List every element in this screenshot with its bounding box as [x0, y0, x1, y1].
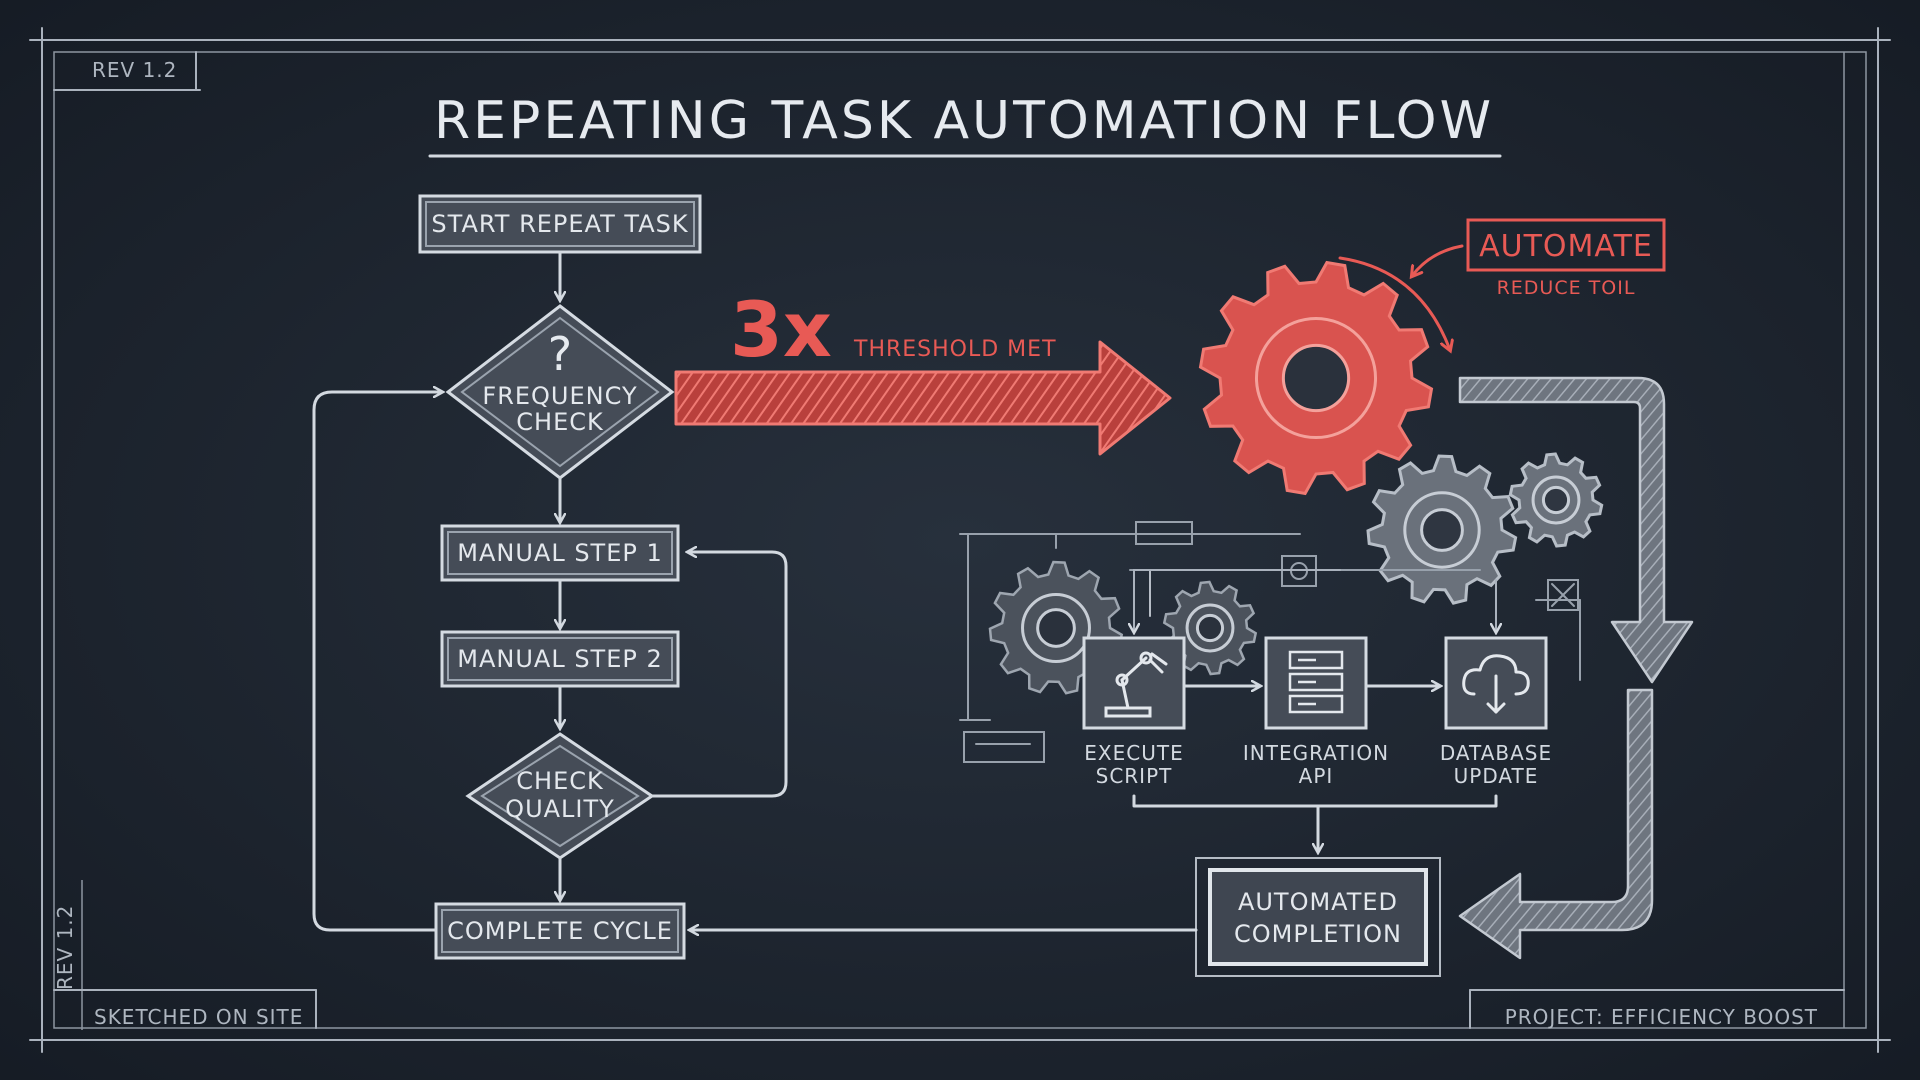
gear-main-ring-1 — [1281, 343, 1351, 413]
project-label: PROJECT: EFFICIENCY BOOST — [1505, 1005, 1818, 1029]
execute-script-node: EXECUTE SCRIPT — [1082, 636, 1186, 788]
automated-completion-line2: COMPLETION — [1234, 920, 1402, 948]
automated-completion-box: AUTOMATED COMPLETION — [1195, 857, 1441, 977]
manual-step-1-box: MANUAL STEP 1 — [440, 524, 680, 582]
integration-api-line1: INTEGRATION — [1243, 741, 1389, 765]
rev-label-vertical: REV 1.2 — [53, 905, 77, 990]
gear-left-ring-1 — [1036, 608, 1076, 648]
threshold-count: 3x — [730, 285, 832, 374]
main-gear-icon — [1198, 260, 1434, 496]
gear-left2-ring-0 — [1185, 603, 1235, 653]
automated-completion-line1: AUTOMATED — [1238, 888, 1398, 916]
blueprint-frame — [29, 27, 1891, 1053]
frequency-check-line1: FREQUENCY — [482, 382, 637, 410]
rework-loop-arrow — [650, 552, 788, 798]
frequency-check-diamond: ? FREQUENCY CHECK — [445, 304, 675, 480]
database-update-node: DATABASE UPDATE — [1440, 636, 1552, 788]
manual-step-2-label: MANUAL STEP 2 — [457, 645, 663, 673]
threshold-label: THRESHOLD MET — [853, 337, 1057, 362]
rev-label-top: REV 1.2 — [92, 58, 177, 82]
automate-label: AUTOMATE — [1479, 229, 1653, 264]
gear-left-ring-0 — [1021, 593, 1091, 663]
repeat-loop-arrow — [312, 392, 442, 932]
bracket-to-completion — [1132, 794, 1498, 808]
project-label-box: PROJECT: EFFICIENCY BOOST — [1469, 989, 1845, 1029]
gear-main-ring-0 — [1254, 316, 1378, 440]
inner-gear-icon — [1162, 580, 1258, 676]
reduce-toil-label: REDUCE TOIL — [1497, 277, 1636, 299]
automate-pointer-arrow — [1412, 244, 1464, 276]
manual-step-2-box: MANUAL STEP 2 — [440, 630, 680, 688]
complete-cycle-box: COMPLETE CYCLE — [434, 902, 686, 960]
gear-mid-ring-1 — [1420, 508, 1464, 552]
check-quality-line2: QUALITY — [505, 795, 615, 823]
complete-cycle-label: COMPLETE CYCLE — [447, 917, 673, 945]
robot-arm-icon — [1104, 651, 1168, 718]
integration-api-node: INTEGRATION API — [1243, 636, 1389, 788]
gear-small-ring-0 — [1531, 475, 1581, 525]
automation-return-arrow — [1458, 376, 1694, 960]
automate-rotation-arrow — [1338, 256, 1450, 350]
sketched-on-site-label: SKETCHED ON SITE — [94, 1005, 303, 1029]
cloud-upload-icon — [1462, 654, 1530, 714]
check-quality-diamond: CHECK QUALITY — [465, 732, 655, 860]
secondary-gear-icon — [1366, 454, 1518, 605]
integration-api-line2: API — [1299, 764, 1334, 788]
gear-mid-ring-0 — [1403, 491, 1481, 569]
diagram-title: REPEATING TASK AUTOMATION FLOW — [434, 91, 1494, 151]
database-update-line1: DATABASE — [1440, 741, 1552, 765]
arrow-gears-to-execute — [1134, 569, 1341, 632]
frequency-check-line2: CHECK — [516, 408, 604, 436]
automate-label-box: AUTOMATE REDUCE TOIL — [1466, 218, 1666, 299]
small-gear-icon — [1508, 452, 1604, 548]
sketched-label-box: SKETCHED ON SITE — [53, 989, 317, 1029]
execute-script-line2: SCRIPT — [1096, 764, 1173, 788]
gear-left2-ring-1 — [1195, 613, 1225, 643]
execute-script-line1: EXECUTE — [1084, 741, 1183, 765]
check-quality-line1: CHECK — [516, 767, 604, 795]
start-repeat-task-label: START REPEAT TASK — [431, 210, 688, 238]
server-icon — [1288, 650, 1344, 714]
threshold-arrow — [674, 340, 1172, 456]
question-mark-icon: ? — [548, 327, 572, 381]
database-update-line2: UPDATE — [1454, 764, 1539, 788]
manual-step-1-label: MANUAL STEP 1 — [457, 539, 663, 567]
rev-label-box: REV 1.2 — [53, 51, 201, 91]
gear-small-ring-1 — [1541, 485, 1571, 515]
start-repeat-task-box: START REPEAT TASK — [418, 194, 702, 254]
